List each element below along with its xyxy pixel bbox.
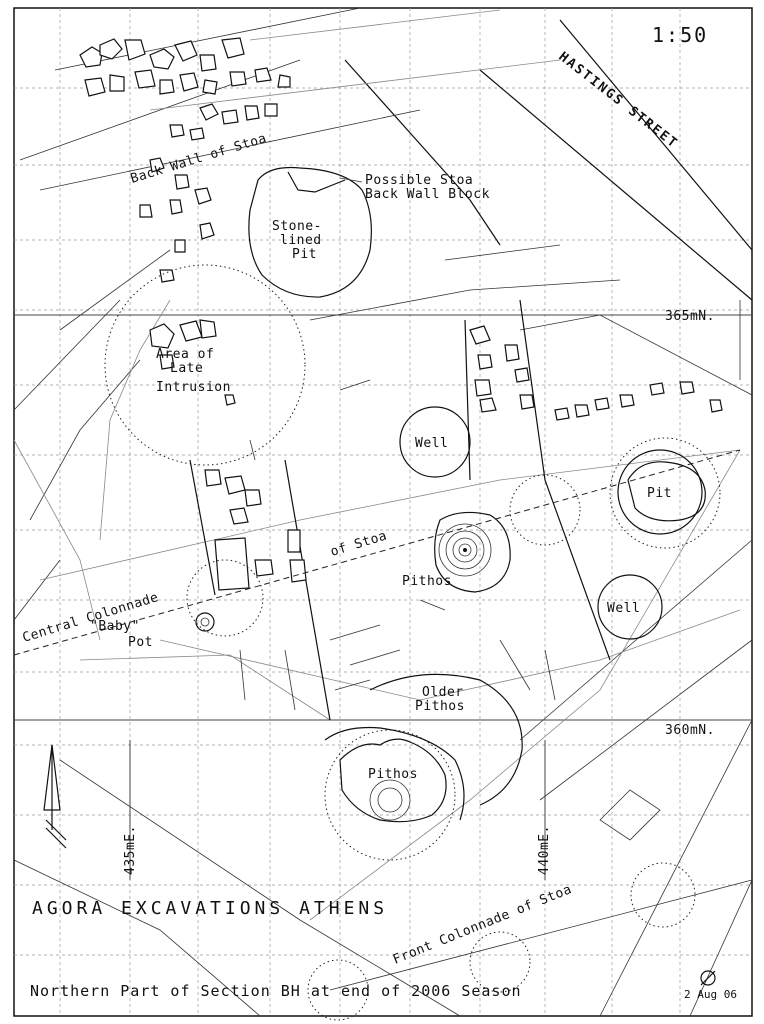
pithos-label-2: Pithos <box>368 767 418 782</box>
pit-cut <box>627 461 706 522</box>
baby-pot-label-2: Pot <box>128 635 153 650</box>
baby-pot <box>195 612 215 632</box>
pit-outer-ring <box>609 437 721 549</box>
late-intrusion-label-2: Late <box>170 361 203 376</box>
scale-label: 1:50 <box>652 23 708 47</box>
central-pithos <box>434 511 511 593</box>
possible-block-label-2: Back Wall Block <box>365 187 490 202</box>
lower-pithos-cut <box>339 738 447 823</box>
east-wall-stones <box>469 325 723 421</box>
grey-lines <box>13 9 741 921</box>
major-grid <box>14 314 752 880</box>
stone-lined-pit <box>248 166 372 298</box>
lower-pithos-ring <box>377 787 403 813</box>
street-label: HASTINGS STREET <box>556 49 681 152</box>
dotted-circle-c <box>630 862 696 928</box>
older-pithos-label-1: Older <box>422 685 464 700</box>
stone-pit-label-2: lined <box>280 233 322 248</box>
north-arrow-icon <box>43 744 67 849</box>
late-intrusion-label-1: Area of <box>156 347 214 362</box>
misc-strokes <box>239 379 661 841</box>
dotted-circle-b <box>509 474 581 546</box>
surveyor-mark-icon <box>700 970 716 986</box>
lower-pithos-outer <box>324 729 456 861</box>
dotted-circle-a <box>186 559 264 637</box>
leader-line <box>339 177 363 183</box>
older-pithos-label-2: Pithos <box>415 699 465 714</box>
grid-label-440e: 440mE. <box>537 825 552 875</box>
possible-block-label-1: Possible Stoa <box>365 173 473 188</box>
plan-subtitle: Northern Part of Section BH at end of 20… <box>30 982 522 1000</box>
lower-pithos-outline <box>324 726 465 821</box>
street-edge <box>344 19 753 301</box>
pit-inner-ring <box>617 449 703 535</box>
pit-label: Pit <box>647 486 672 501</box>
well-2-label: Well <box>607 601 640 616</box>
east-foundation <box>464 299 611 661</box>
older-pithos <box>369 673 523 806</box>
pithos-label-1: Pithos <box>402 574 452 589</box>
well-1-outline <box>399 406 471 478</box>
grid-label-360n: 360mN. <box>665 723 715 738</box>
well-2-outline <box>597 574 663 640</box>
central-colonnade-label-2: of Stoa <box>329 528 389 559</box>
late-intrusion-outline <box>104 264 306 466</box>
central-colonnade-line <box>13 449 741 656</box>
front-colonnade-line <box>329 879 753 991</box>
back-wall-stones <box>79 37 291 283</box>
west-foundation <box>189 459 331 721</box>
grid-label-365n: 365mN. <box>665 309 715 324</box>
stone-pit-label-1: Stone- <box>272 219 322 234</box>
baby-pot-label-1: "Baby" <box>90 619 140 634</box>
possible-block <box>287 171 346 193</box>
lower-pithos-rim <box>369 779 411 821</box>
late-intrusion-label-3: Intrusion <box>156 380 231 395</box>
west-trench-stones <box>204 469 307 591</box>
plan-title: AGORA EXCAVATIONS ATHENS <box>32 898 388 919</box>
well-1-label: Well <box>415 436 448 451</box>
late-intrusion-stones <box>149 319 236 406</box>
grid-label-435e: 435mE. <box>123 825 138 875</box>
baby-pot-inner <box>200 617 210 627</box>
trench-lines <box>13 7 753 1017</box>
dotted-circle-e <box>307 959 369 1021</box>
dotted-circle-d <box>469 931 531 993</box>
plan-date: 2 Aug 06 <box>684 988 737 1001</box>
stone-pit-label-3: Pit <box>292 247 317 262</box>
survey-grid <box>14 8 752 1016</box>
page-frame <box>13 7 753 1017</box>
